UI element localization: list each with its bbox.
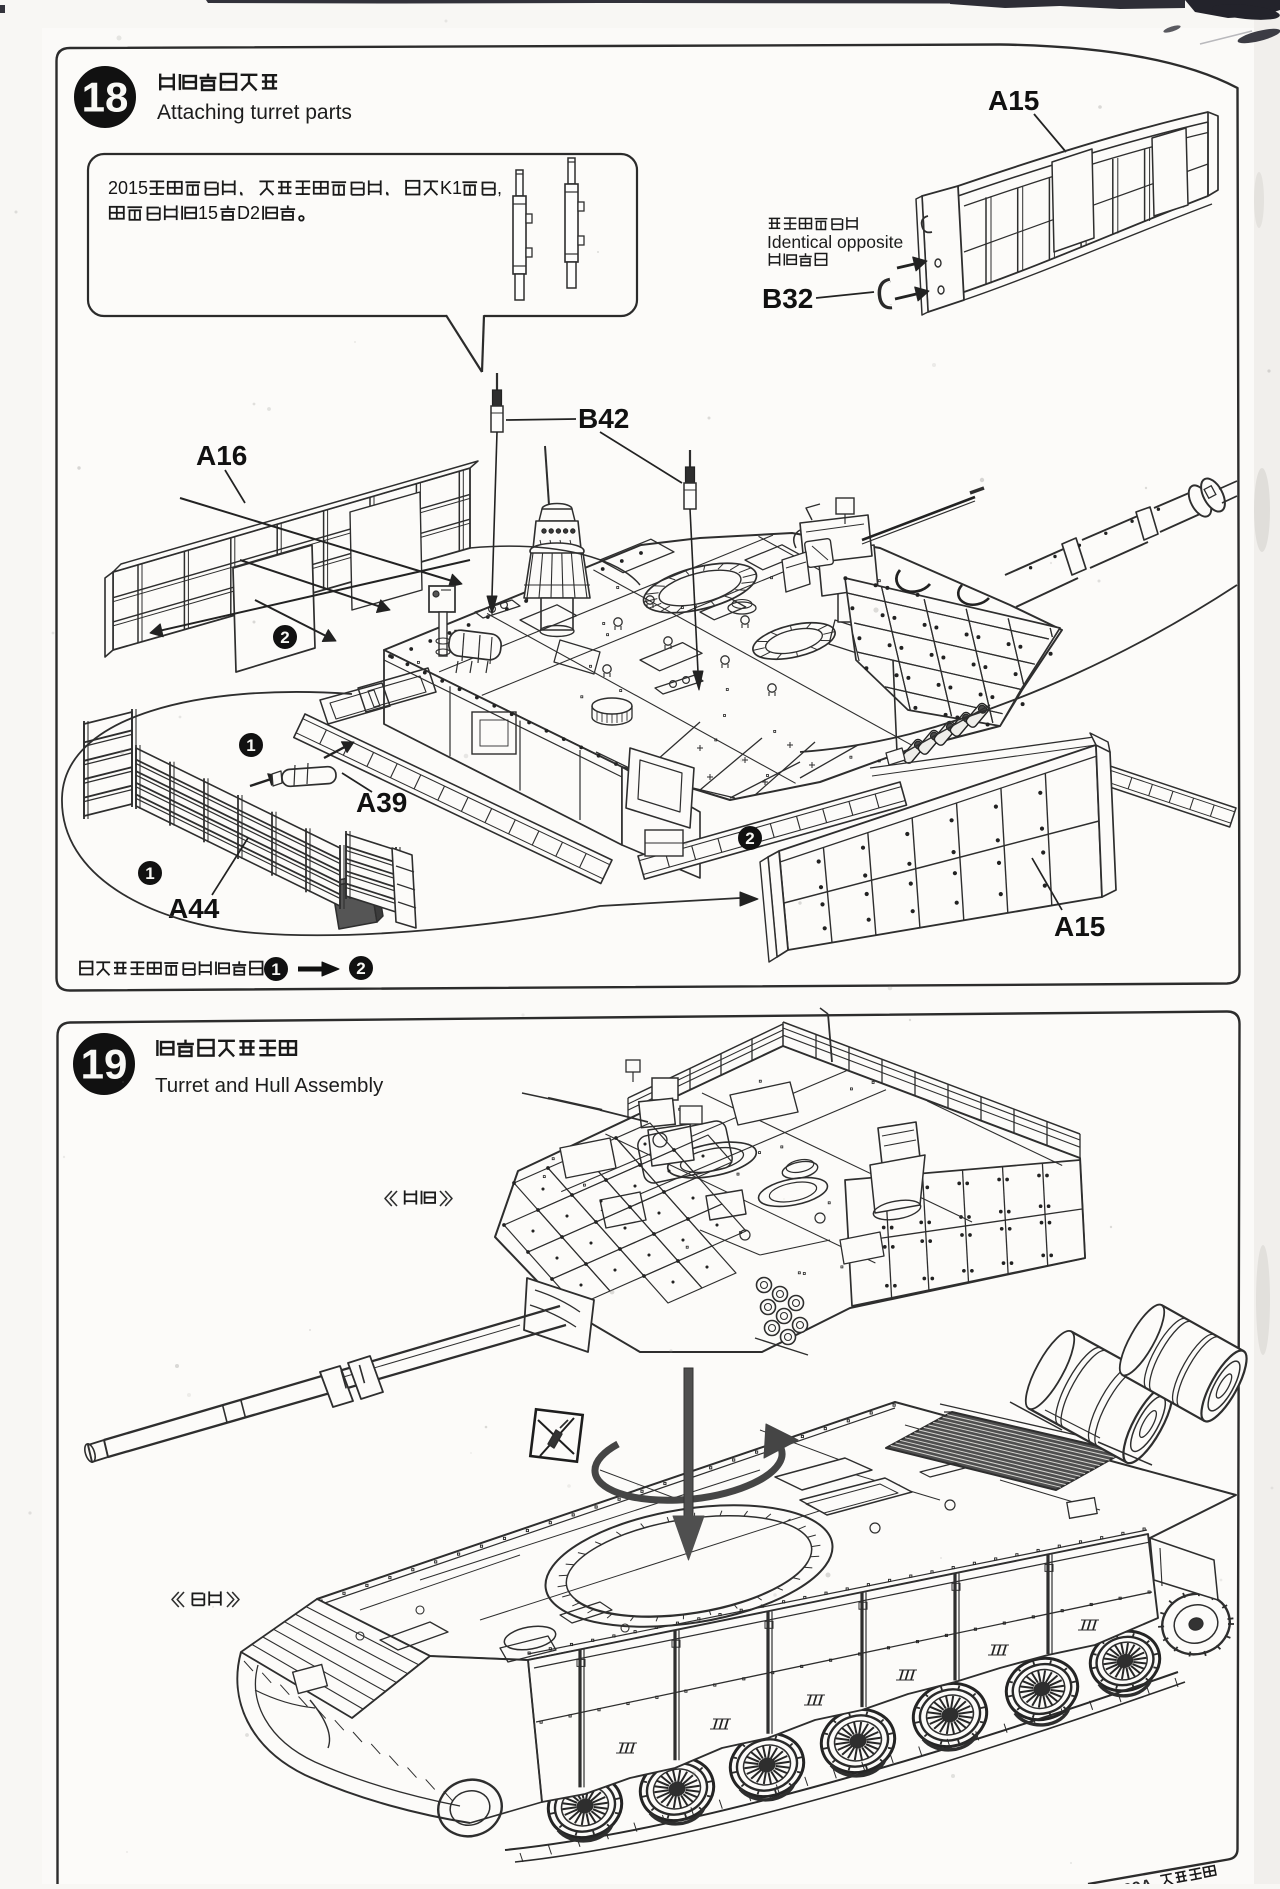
- svg-text:B32: B32: [762, 283, 813, 314]
- svg-text:18: 18: [82, 74, 129, 121]
- svg-text:1: 1: [246, 736, 255, 755]
- svg-text:D2: D2: [237, 203, 260, 223]
- svg-text:2: 2: [356, 959, 365, 978]
- svg-text:1: 1: [271, 960, 280, 979]
- svg-text:A16: A16: [196, 440, 247, 471]
- svg-text:B42: B42: [578, 403, 629, 434]
- svg-text:2: 2: [745, 829, 754, 848]
- svg-text:A44: A44: [168, 893, 220, 924]
- svg-text:Attaching turret parts: Attaching turret parts: [157, 101, 352, 124]
- svg-text:A39: A39: [356, 787, 407, 818]
- svg-text:,: ,: [497, 178, 502, 198]
- svg-text:K1: K1: [440, 178, 462, 198]
- svg-text:A15: A15: [1054, 911, 1105, 942]
- svg-text:15: 15: [198, 203, 218, 223]
- svg-text:1: 1: [145, 864, 154, 883]
- svg-text:2: 2: [280, 628, 289, 647]
- svg-text:Turret and Hull Assembly: Turret and Hull Assembly: [155, 1074, 384, 1097]
- svg-text:19: 19: [81, 1041, 128, 1088]
- svg-text:Identical opposite: Identical opposite: [767, 232, 903, 252]
- svg-text:2015: 2015: [108, 178, 148, 198]
- svg-text:A15: A15: [988, 85, 1039, 116]
